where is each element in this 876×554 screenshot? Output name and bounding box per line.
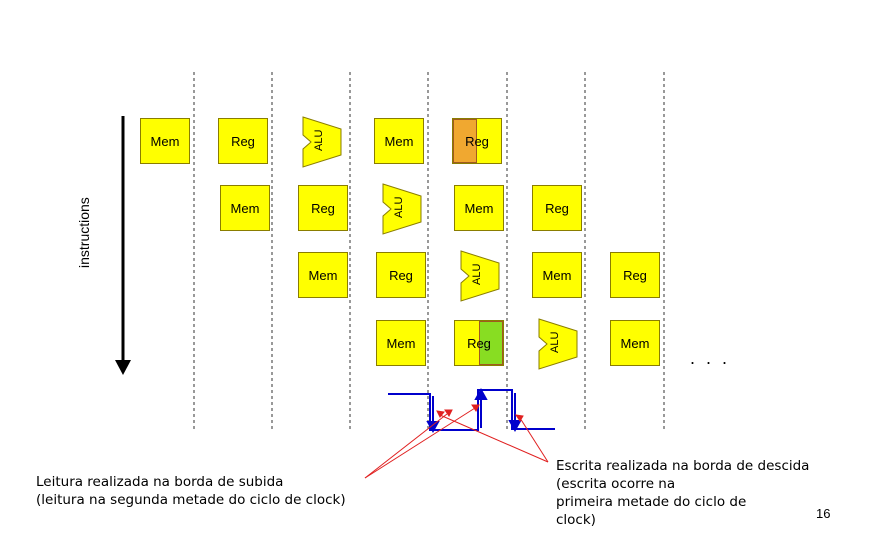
stage-label: Reg <box>389 267 413 283</box>
stage-label: Mem <box>542 267 572 283</box>
alu-icon: ALU <box>299 115 343 169</box>
alu-icon: ALU <box>379 182 423 236</box>
cycle-dividers <box>193 72 665 432</box>
stage-mem: Mem <box>376 320 426 366</box>
stage-label: Reg <box>311 200 335 216</box>
alu-icon: ALU <box>535 317 579 371</box>
stage-mem: Mem <box>374 118 424 164</box>
note-right: Escrita realizada na borda de descida (e… <box>556 457 809 529</box>
page-number: 16 <box>816 506 831 521</box>
stage-label: Reg <box>623 267 647 283</box>
stage-label: Mem <box>150 133 180 149</box>
note-right-line: Escrita realizada na borda de descida <box>556 458 810 474</box>
stage-reg: Reg <box>376 252 426 298</box>
stage-label: Mem <box>620 335 650 351</box>
stage-mem: Mem <box>454 185 504 231</box>
stage-reg: Reg <box>452 118 502 164</box>
note-left: Leitura realizada na borda de subida (le… <box>36 473 346 509</box>
time-axis-arrowhead <box>115 360 131 375</box>
stage-label: Mem <box>386 335 416 351</box>
stage-label: Reg <box>545 200 569 216</box>
stage-reg: Reg <box>532 185 582 231</box>
stage-mem: Mem <box>610 320 660 366</box>
stage-mem: Mem <box>298 252 348 298</box>
alu-icon: ALU <box>457 249 501 303</box>
alu-label: ALU <box>471 263 483 285</box>
note-left-line: (leitura na segunda metade do ciclo de c… <box>36 492 346 508</box>
alu-label: ALU <box>393 196 405 218</box>
stage-half-highlight <box>453 119 477 163</box>
stage-label: Reg <box>467 335 491 351</box>
clock-edge-arrows <box>426 387 522 434</box>
note-right-line: (escrita ocorre na <box>556 476 676 492</box>
note-right-line: primeira metade do ciclo de <box>556 494 747 510</box>
stage-label: Mem <box>384 133 414 149</box>
note-left-line: Leitura realizada na borda de subida <box>36 474 284 490</box>
stage-label: Reg <box>231 133 255 149</box>
stage-reg: Reg <box>610 252 660 298</box>
annotation-arrows <box>364 404 549 479</box>
alu-label: ALU <box>549 331 561 353</box>
ellipsis: . . . <box>690 348 731 368</box>
stage-reg: Reg <box>218 118 268 164</box>
stage-mem: Mem <box>532 252 582 298</box>
axis-label: instructions <box>76 197 92 268</box>
note-right-line: clock) <box>556 512 596 528</box>
stage-label: Mem <box>464 200 494 216</box>
stage-mem: Mem <box>220 185 270 231</box>
stage-label: Mem <box>230 200 260 216</box>
stage-label: Mem <box>308 267 338 283</box>
stage-label: Reg <box>465 133 489 149</box>
alu-label: ALU <box>313 129 325 151</box>
stage-half-highlight <box>479 321 503 365</box>
stage-reg: Reg <box>298 185 348 231</box>
stage-mem: Mem <box>140 118 190 164</box>
stage-reg: Reg <box>454 320 504 366</box>
